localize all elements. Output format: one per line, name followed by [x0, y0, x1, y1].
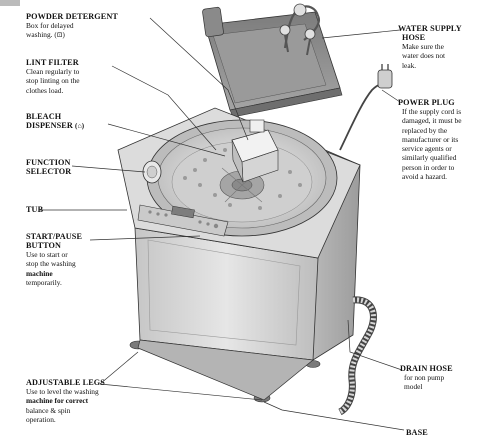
- power-plug-desc-2: damaged, it must be: [402, 117, 496, 125]
- function-selector-title-2: SELECTOR: [26, 167, 86, 176]
- start-pause-desc-1: Use to start or: [26, 251, 106, 259]
- power-plug-desc-3: replaced by the: [402, 127, 496, 135]
- function-selector-title-1: FUNCTION: [26, 158, 86, 167]
- power-plug-desc-5: service agents or: [402, 145, 496, 153]
- power-plug: [340, 64, 392, 150]
- label-tub: TUB: [26, 205, 66, 214]
- power-plug-desc-6: similarly qualified: [402, 154, 496, 162]
- adjustable-legs-desc-4: operation.: [26, 416, 136, 424]
- label-adjustable-legs: ADJUSTABLE LEGS Use to level the washing…: [26, 378, 136, 424]
- water-supply-hose-desc-2: water does not: [402, 52, 492, 60]
- lint-filter-desc-3: clothes load.: [26, 87, 116, 95]
- drain-hose-desc-1: for non pump: [404, 374, 484, 382]
- label-base: BASE: [406, 428, 446, 437]
- start-pause-title-2: BUTTON: [26, 241, 106, 250]
- power-plug-desc-4: manufacturer or its: [402, 136, 496, 144]
- powder-detergent-title: POWDER DETERGENT: [26, 12, 156, 21]
- base-title: BASE: [406, 428, 446, 437]
- drain-hose-title: DRAIN HOSE: [404, 364, 484, 373]
- label-lint-filter: LINT FILTER Clean regularly to stop lint…: [26, 58, 116, 95]
- adjustable-legs-desc-2: machine for correct: [26, 397, 136, 405]
- powder-detergent-desc-1: Box for delayed: [26, 22, 156, 30]
- detergent-box-icon: (⊡): [54, 31, 65, 39]
- lint-filter-desc-2: stop linting on the: [26, 77, 116, 85]
- start-pause-desc-3: machine: [26, 270, 106, 278]
- label-drain-hose: DRAIN HOSE for non pump model: [404, 364, 484, 392]
- bleach-icon: (⌂): [75, 122, 84, 130]
- power-plug-desc-8: avoid a hazard.: [402, 173, 496, 181]
- adjustable-legs-title: ADJUSTABLE LEGS: [26, 378, 136, 387]
- function-selector[interactable]: [143, 161, 161, 183]
- label-start-pause: START/PAUSE BUTTON Use to start or stop …: [26, 232, 106, 287]
- start-pause-title-1: START/PAUSE: [26, 232, 106, 241]
- label-water-supply-hose: WATER SUPPLY HOSE Make sure the water do…: [402, 24, 492, 70]
- lint-filter-desc-1: Clean regularly to: [26, 68, 116, 76]
- bleach-dispenser-title-1: BLEACH: [26, 112, 116, 121]
- water-supply-hose-desc-3: leak.: [402, 62, 492, 70]
- label-powder-detergent: POWDER DETERGENT Box for delayed washing…: [26, 12, 156, 40]
- powder-detergent-desc-2: washing.: [26, 30, 52, 39]
- drain-hose-desc-2: model: [404, 383, 484, 391]
- water-supply-hose-desc-1: Make sure the: [402, 43, 492, 51]
- start-pause-desc-2: stop the washing: [26, 260, 106, 268]
- open-lid[interactable]: [202, 7, 342, 117]
- water-supply-hose-title-1: WATER SUPPLY: [402, 24, 492, 33]
- start-pause-desc-4: temporarily.: [26, 279, 106, 287]
- label-function-selector: FUNCTION SELECTOR: [26, 158, 86, 176]
- bleach-dispenser-title-2: DISPENSER: [26, 121, 73, 130]
- label-power-plug: POWER PLUG If the supply cord is damaged…: [402, 98, 496, 181]
- power-plug-desc-7: person in order to: [402, 164, 496, 172]
- power-plug-desc-1: If the supply cord is: [402, 108, 496, 116]
- adjustable-legs-desc-3: balance & spin: [26, 407, 136, 415]
- water-supply-hose-title-2: HOSE: [402, 33, 492, 42]
- label-bleach-dispenser: BLEACH DISPENSER (⌂): [26, 112, 116, 131]
- tub-title: TUB: [26, 205, 66, 214]
- power-plug-title: POWER PLUG: [402, 98, 496, 107]
- adjustable-legs-desc-1: Use to level the washing: [26, 388, 136, 396]
- lint-filter-title: LINT FILTER: [26, 58, 116, 67]
